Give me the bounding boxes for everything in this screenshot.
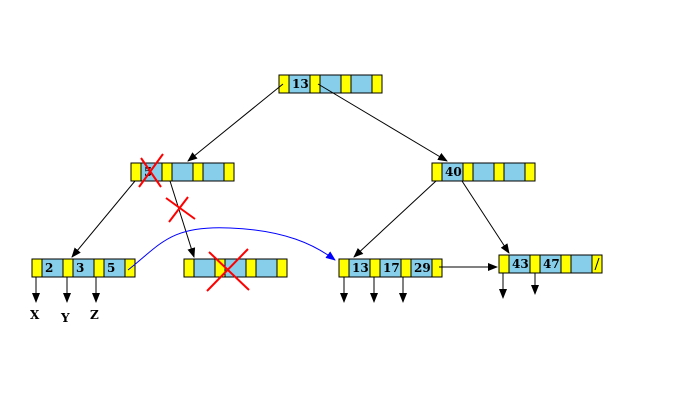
pointer-slot — [130, 162, 142, 182]
pointer-slot — [431, 258, 443, 278]
pointer-slot — [161, 162, 173, 182]
tree-node-leaf-2-deleted — [183, 258, 288, 278]
key-slot — [503, 162, 526, 182]
edge-internal-right-to-leaf-4 — [461, 180, 510, 254]
key-slot — [472, 162, 495, 182]
edge-root-to-internal-left — [187, 83, 284, 162]
tree-node-root: 13 — [278, 74, 383, 94]
node-key: 29 — [414, 261, 431, 275]
pointer-label-z: Z — [90, 308, 99, 322]
pointer-slot — [192, 162, 204, 182]
pointer-slot — [245, 258, 257, 278]
sibling-link-leaf-1-to-leaf-3 — [127, 227, 336, 271]
tree-node-internal-left: 5 — [130, 162, 235, 182]
pointer-slot — [493, 162, 505, 182]
edge-internal-right-to-leaf-3 — [353, 180, 437, 258]
pointer-slot — [223, 162, 235, 182]
node-key: 40 — [445, 165, 462, 179]
node-key: 43 — [512, 257, 529, 271]
tree-node-leaf-1: 2 3 5 — [31, 258, 136, 278]
pointer-slot — [338, 258, 350, 278]
pointer-slot — [183, 258, 195, 278]
key-slot — [570, 254, 593, 274]
pointer-label-y: Y — [60, 311, 70, 325]
pointer-slot — [529, 254, 541, 274]
node-key: 13 — [292, 77, 309, 91]
node-key: 47 — [543, 257, 560, 271]
pointer-slot — [276, 258, 288, 278]
pointer-slot — [340, 74, 352, 94]
delete-key-mark-cross — [138, 153, 164, 188]
null-pointer-mark — [594, 257, 600, 271]
pointer-slot — [278, 74, 290, 94]
pointer-slot — [400, 258, 412, 278]
pointer-label-x: X — [30, 308, 40, 322]
key-slot — [350, 74, 373, 94]
deletion-marks — [138, 153, 250, 292]
node-key: 17 — [383, 261, 400, 275]
node-key: 2 — [45, 261, 53, 275]
pointer-slot — [524, 162, 536, 182]
pointer-slot — [462, 162, 474, 182]
node-key: 3 — [76, 261, 84, 275]
pointer-slot — [560, 254, 572, 274]
key-slot — [202, 162, 225, 182]
pointer-slot — [31, 258, 43, 278]
record-pointers — [32, 273, 539, 303]
key-slot — [319, 74, 342, 94]
pointer-slot — [431, 162, 443, 182]
pointer-slot — [62, 258, 74, 278]
tree-edges — [71, 83, 510, 271]
pointer-slot — [369, 258, 381, 278]
delete-pointer-mark-cross — [165, 196, 196, 223]
edge-root-to-internal-right — [317, 83, 448, 162]
pointer-slot — [371, 74, 383, 94]
node-key: 13 — [352, 261, 369, 275]
pointer-slot — [498, 254, 510, 274]
node-key: 5 — [107, 261, 115, 275]
node-key: 5 — [144, 165, 152, 179]
pointer-slot — [93, 258, 105, 278]
tree-node-leaf-4: 43 47 — [498, 254, 603, 274]
delete-leaf-mark-cross — [206, 248, 250, 292]
tree-node-leaf-3: 13 17 29 — [338, 258, 443, 278]
edge-internal-left-to-leaf-2 — [169, 180, 196, 258]
key-slot — [255, 258, 278, 278]
tree-node-internal-right: 40 — [431, 162, 536, 182]
key-slot — [171, 162, 194, 182]
edge-internal-left-to-leaf-1 — [71, 180, 136, 258]
key-slot — [193, 258, 216, 278]
